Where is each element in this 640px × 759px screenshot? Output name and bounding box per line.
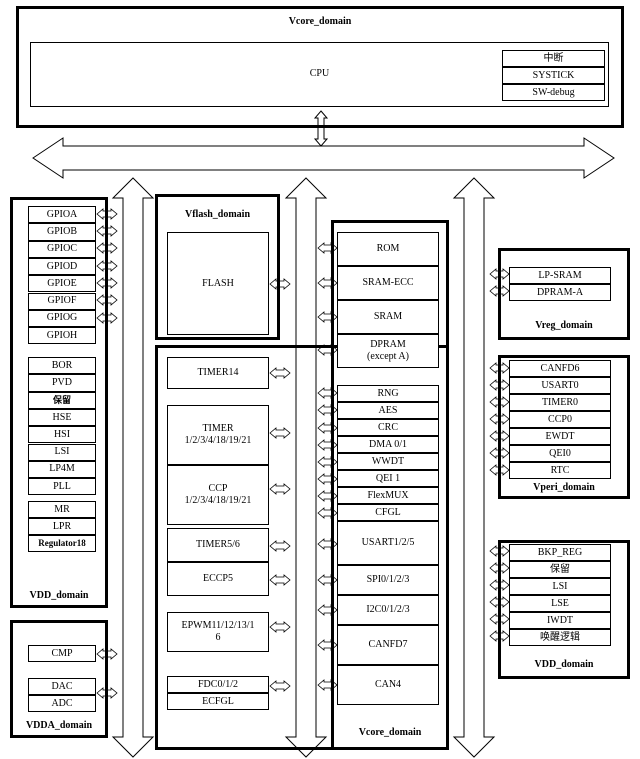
timer-link-arrow-1 <box>269 427 291 439</box>
periph-canfd7: CANFD7 <box>337 625 439 665</box>
timer-link-arrow-6 <box>269 680 291 692</box>
timer-block-0: TIMER14 <box>167 357 269 389</box>
periph-rng: RNG <box>337 385 439 402</box>
cpu-bus-link-arrow <box>313 110 329 147</box>
vdd-left-title: VDD_domain <box>29 590 89 601</box>
timer-link-arrow-0 <box>269 367 291 379</box>
timer-block-4: ECCP5 <box>167 562 269 596</box>
vreg-lp-sram: LP-SRAM <box>509 267 611 284</box>
flash-link-arrow <box>269 278 291 290</box>
vdd-right-item-0: BKP_REG <box>509 544 611 561</box>
periph-can4: CAN4 <box>337 665 439 705</box>
timer-link-arrow-3 <box>269 540 291 552</box>
vperi-qei0: QEI0 <box>509 445 611 462</box>
mem-dpram-except-a: DPRAM (except A) <box>337 334 439 368</box>
mem-sram: SRAM <box>337 300 439 334</box>
gpio-gpiog: GPIOG <box>28 309 96 328</box>
vdda-title: VDDA_domain <box>25 720 93 731</box>
vperi-timer0: TIMER0 <box>509 394 611 411</box>
vcore-main-title: Vcore_domain <box>358 727 422 738</box>
vreg-title: Vreg_domain <box>535 320 593 331</box>
vdd-right-item-1: 保留 <box>509 561 611 578</box>
reg-mr: MR <box>28 501 96 518</box>
gpio-gpiof: GPIOF <box>28 292 96 310</box>
dac: DAC <box>28 678 96 695</box>
vdd-right-title: VDD_domain <box>534 659 594 670</box>
timer-block-6: FDC0/1/2 <box>167 676 269 693</box>
mem-sram-ecc: SRAM-ECC <box>337 266 439 300</box>
power-pvd: PVD <box>28 374 96 392</box>
vperi-title: Vperi_domain <box>533 482 595 493</box>
vdda-domain <box>10 620 108 738</box>
periph-i2c0-1-2-3: I2C0/1/2/3 <box>337 595 439 625</box>
timer-link-arrow-4 <box>269 574 291 586</box>
vbus-right-arrow <box>452 177 496 758</box>
reg-regulator18: Regulator18 <box>28 535 96 552</box>
vperi-canfd6: CANFD6 <box>509 360 611 377</box>
periph-crc: CRC <box>337 419 439 436</box>
periph-cfgl: CFGL <box>337 504 439 521</box>
main-bus-arrow <box>32 137 615 179</box>
vdd-right-item-4: IWDT <box>509 612 611 629</box>
vflash-title: Vflash_domain <box>184 209 250 220</box>
timer-link-arrow-2 <box>269 483 291 495</box>
cpu-item-0: 中断 <box>502 50 605 67</box>
vdd-right-item-2: LSI <box>509 578 611 595</box>
power-bor: BOR <box>28 357 96 375</box>
cpu-label: CPU <box>309 68 330 79</box>
vreg-dpram-a: DPRAM-A <box>509 284 611 301</box>
power-lp4m: LP4M <box>28 460 96 479</box>
cpu-block <box>30 42 609 107</box>
vreg-domain <box>498 248 630 340</box>
vbus-mid-arrow <box>284 177 328 758</box>
vdd-left-domain <box>10 197 108 608</box>
power-lsi: LSI <box>28 443 96 461</box>
vcore-top-title: Vcore_domain <box>288 16 352 27</box>
vdd-right-item-3: LSE <box>509 595 611 612</box>
cmp: CMP <box>28 645 96 662</box>
timer-block-5: EPWM11/12/13/1 6 <box>167 612 269 652</box>
gpio-gpioe: GPIOE <box>28 275 96 293</box>
gpio-gpiod: GPIOD <box>28 257 96 276</box>
timer-link-arrow-5 <box>269 621 291 633</box>
flash-block: FLASH <box>167 232 269 335</box>
mem-rom: ROM <box>337 232 439 266</box>
adc: ADC <box>28 695 96 712</box>
timer-block-7: ECFGL <box>167 693 269 710</box>
timer-block-2: CCP 1/2/3/4/18/19/21 <box>167 465 269 525</box>
vdd-right-item-5: 唤醒逻辑 <box>509 629 611 646</box>
vdd-right-domain <box>498 540 630 679</box>
timer-block-1: TIMER 1/2/3/4/18/19/21 <box>167 405 269 465</box>
vperi-ewdt: EWDT <box>509 428 611 445</box>
vflash-domain <box>155 194 280 340</box>
gpio-gpiob: GPIOB <box>28 223 96 241</box>
vperi-usart0: USART0 <box>509 377 611 394</box>
vcore-main-column <box>331 220 449 750</box>
vbus-left-arrow <box>111 177 155 758</box>
power-reserved: 保留 <box>28 391 96 409</box>
cpu-item-2: SW-debug <box>502 84 605 101</box>
power-pll: PLL <box>28 478 96 496</box>
periph-spi0-1-2-3: SPI0/1/2/3 <box>337 565 439 595</box>
periph-usart1-2-5: USART1/2/5 <box>337 521 439 565</box>
periph-aes: AES <box>337 402 439 419</box>
vperi-rtc: RTC <box>509 462 611 479</box>
power-hsi: HSI <box>28 426 96 444</box>
vperi-ccp0: CCP0 <box>509 411 611 428</box>
gpio-gpioa: GPIOA <box>28 206 96 224</box>
periph-qei-1: QEI 1 <box>337 470 439 487</box>
periph-flexmux: FlexMUX <box>337 487 439 504</box>
timer-block-3: TIMER5/6 <box>167 528 269 562</box>
vcore-top-domain <box>16 6 624 128</box>
periph-dma-0-1: DMA 0/1 <box>337 436 439 453</box>
gpio-gpioc: GPIOC <box>28 240 96 258</box>
vperi-domain <box>498 355 630 499</box>
periph-wwdt: WWDT <box>337 453 439 470</box>
cpu-item-1: SYSTICK <box>502 67 605 84</box>
reg-lpr: LPR <box>28 518 96 535</box>
gpio-gpioh: GPIOH <box>28 327 96 345</box>
power-hse: HSE <box>28 408 96 427</box>
